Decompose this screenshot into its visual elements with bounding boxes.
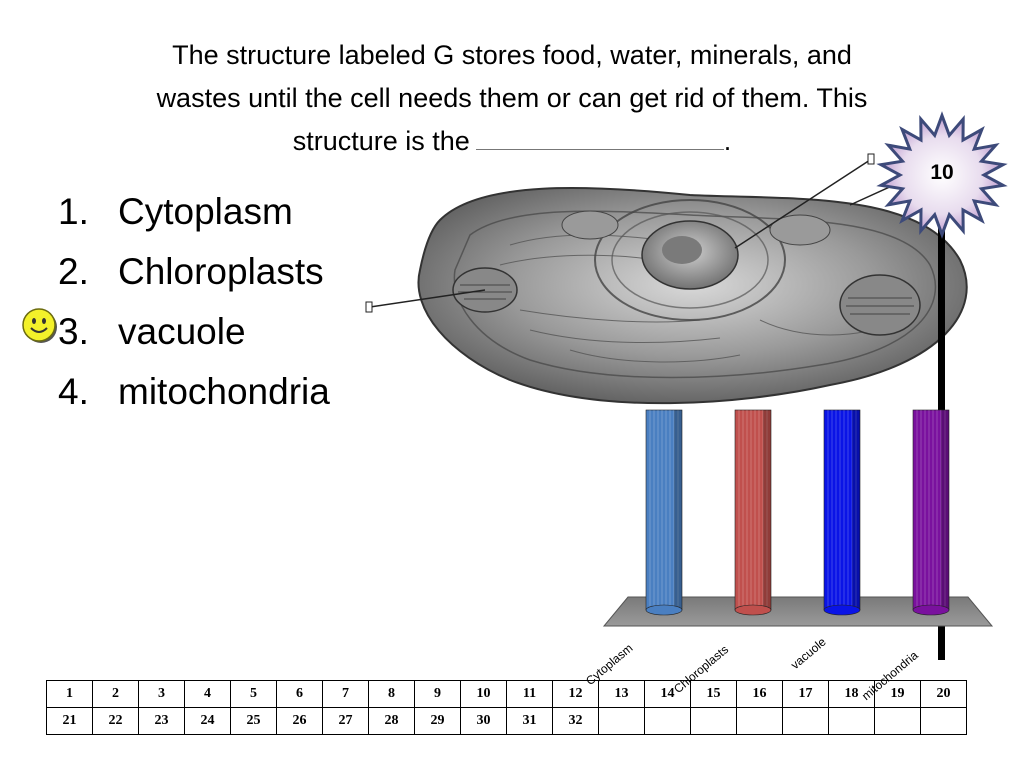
x-tick-label: vacuole	[788, 634, 829, 672]
starburst-icon	[876, 111, 1008, 239]
keypad-cell: 10	[460, 680, 507, 708]
keypad-cell: 4	[184, 680, 231, 708]
keypad-cell: 30	[460, 707, 507, 735]
countdown-number: 10	[930, 161, 954, 184]
chart-svg	[602, 409, 994, 627]
keypad-cell: 32	[552, 707, 599, 735]
answer-option-2[interactable]: 2. Chloroplasts	[58, 242, 330, 302]
answer-number: 3.	[58, 311, 89, 352]
keypad-cell: 14	[644, 680, 691, 708]
answer-number: 4.	[58, 371, 89, 412]
bar-chloroplasts	[734, 409, 772, 616]
answer-label: mitochondria	[118, 371, 330, 412]
keypad-cell: 24	[184, 707, 231, 735]
bar-vacuole	[823, 409, 861, 616]
keypad-cell	[920, 707, 967, 735]
keypad-cell: 26	[276, 707, 323, 735]
correct-answer-smiley-icon	[22, 308, 57, 343]
answer-number: 1.	[58, 191, 89, 232]
question-period: .	[723, 126, 732, 156]
keypad-cell	[782, 707, 829, 735]
keypad-cell	[874, 707, 921, 735]
answer-label: Cytoplasm	[118, 191, 293, 232]
keypad-cell	[828, 707, 875, 735]
keypad-cell: 18	[828, 680, 875, 708]
question-text: The structure labeled G stores food, wat…	[40, 34, 984, 163]
countdown-badge: 10	[870, 108, 1014, 242]
answer-label: vacuole	[118, 311, 246, 352]
keypad-cell: 15	[690, 680, 737, 708]
keypad-cell: 13	[598, 680, 645, 708]
keypad-cell: 22	[92, 707, 139, 735]
keypad-cell: 6	[276, 680, 323, 708]
keypad-cell: 23	[138, 707, 185, 735]
question-line-1: The structure labeled G stores food, wat…	[172, 40, 852, 70]
keypad-cell	[690, 707, 737, 735]
question-line-2: wastes until the cell needs them or can …	[156, 83, 868, 113]
keypad-cell	[644, 707, 691, 735]
response-bar-chart	[600, 400, 1000, 640]
keypad-cell: 21	[46, 707, 93, 735]
keypad-cell: 29	[414, 707, 461, 735]
answer-option-1[interactable]: 1. Cytoplasm	[58, 182, 330, 242]
keypad-cell: 27	[322, 707, 369, 735]
keypad-cell: 9	[414, 680, 461, 708]
question-line-3: structure is the	[292, 126, 470, 156]
keypad-cell: 11	[506, 680, 553, 708]
keypad-cell: 3	[138, 680, 185, 708]
answer-list: 1. Cytoplasm 2. Chloroplasts 3. vacuole 4. m…	[58, 182, 330, 422]
keypad-cell: 2	[92, 680, 139, 708]
keypad-cell: 12	[552, 680, 599, 708]
answer-blank	[475, 129, 724, 150]
keypad-cell: 20	[920, 680, 967, 708]
keypad-cell: 16	[736, 680, 783, 708]
keypad-cell: 25	[230, 707, 277, 735]
answer-label: Chloroplasts	[118, 251, 324, 292]
keypad-cell: 19	[874, 680, 921, 708]
keypad-cell: 1	[46, 680, 93, 708]
keypad-cell: 28	[368, 707, 415, 735]
answer-option-3[interactable]: 3. vacuole	[58, 302, 330, 362]
keypad-cell: 17	[782, 680, 829, 708]
keypad-cell	[598, 707, 645, 735]
answer-number: 2.	[58, 251, 89, 292]
bar-cytoplasm	[645, 409, 683, 616]
keypad-cell	[736, 707, 783, 735]
bar-mitochondria	[912, 409, 950, 616]
keypad-cell: 31	[506, 707, 553, 735]
keypad-cell: 5	[230, 680, 277, 708]
plant-cell-diagram	[365, 153, 968, 405]
answer-option-4[interactable]: 4. mitochondria	[58, 362, 330, 422]
keypad-cell: 8	[368, 680, 415, 708]
keypad-cell: 7	[322, 680, 369, 708]
